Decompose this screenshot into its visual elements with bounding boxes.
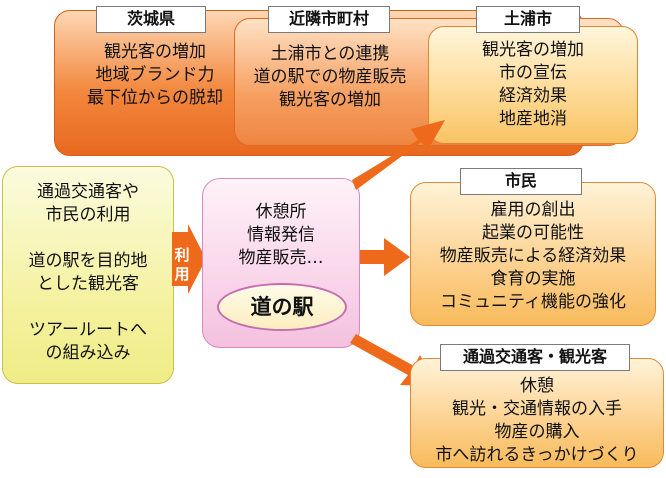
ibaraki-tag: 茨城県 — [96, 6, 206, 33]
visitors-line: ツアールートへ — [29, 320, 147, 340]
arrow-to-tsuchiura-icon — [352, 120, 445, 190]
kinrin-tag: 近隣市町村 — [268, 6, 390, 33]
michi-line: 物産販売… — [238, 248, 324, 268]
visitors-box: 通過交通客や 市民の利用 道の駅を目的地 とした観光客 ツアールートへ の組み込… — [2, 166, 174, 384]
travelers-line: 市へ訪れるきっかけづくり — [435, 445, 639, 465]
travelers-lines: 休憩 観光・交通情報の入手 物産の購入 市へ訪れるきっかけづくり — [411, 375, 663, 467]
kinrin-line: 道の駅での物産販売 — [253, 67, 407, 87]
ibaraki-line: 地域ブランド力 — [95, 65, 215, 85]
ibaraki-lines: 観光客の増加 地域ブランド力 最下位からの脱却 — [55, 41, 255, 110]
visitors-lines: 通過交通客や 市民の利用 道の駅を目的地 とした観光客 ツアールートへ の組み込… — [3, 181, 173, 365]
citizens-tag: 市民 — [460, 168, 582, 195]
michi-lines: 休憩所 情報発信 物産販売… — [203, 201, 359, 270]
arrow-to-shimin-icon — [360, 238, 410, 276]
citizens-line: 雇用の創出 — [490, 200, 576, 220]
citizens-line: 食育の実施 — [490, 269, 576, 289]
tsuchiura-box: 観光客の増加 市の宣伝 経済効果 地産地消 — [428, 26, 638, 144]
travelers-line: 物産の購入 — [494, 422, 580, 442]
kinrin-line: 観光客の増加 — [279, 90, 381, 110]
michi-no-eki-box: 休憩所 情報発信 物産販売… 道の駅 — [202, 178, 360, 348]
riyo-label: 利 用 — [174, 246, 190, 284]
kinrin-line: 土浦市との連携 — [270, 44, 390, 64]
citizens-line: コミュニティ機能の強化 — [440, 292, 626, 312]
tsuchiura-line: 観光客の増加 — [482, 40, 584, 60]
visitors-line: 通過交通客や — [37, 182, 139, 202]
visitors-line: とした観光客 — [37, 274, 139, 294]
riyo-label-char: 利 — [174, 246, 190, 264]
tsuchiura-line: 地産地消 — [499, 109, 567, 129]
michi-line: 休憩所 — [255, 202, 307, 222]
visitors-line: 道の駅を目的地 — [28, 251, 148, 271]
michi-line: 情報発信 — [247, 225, 315, 245]
citizens-lines: 雇用の創出 起業の可能性 物産販売による経済効果 食育の実施 コミュニティ機能の… — [411, 199, 655, 314]
riyo-arrow-icon — [172, 224, 206, 294]
riyo-label-char: 用 — [174, 265, 190, 283]
visitors-line: 市民の利用 — [45, 205, 131, 225]
ibaraki-line: 観光客の増加 — [104, 42, 206, 62]
citizens-line: 物産販売による経済効果 — [439, 246, 627, 266]
tsuchiura-line: 市の宣伝 — [499, 63, 567, 83]
tsuchiura-tag: 土浦市 — [476, 6, 580, 33]
citizens-line: 起業の可能性 — [482, 223, 584, 243]
travelers-box: 休憩 観光・交通情報の入手 物産の購入 市へ訪れるきっかけづくり — [410, 358, 664, 468]
kinrin-lines: 土浦市との連携 道の駅での物産販売 観光客の増加 — [235, 43, 425, 112]
travelers-line: 観光・交通情報の入手 — [452, 399, 622, 419]
travelers-line: 休憩 — [520, 376, 554, 396]
tsuchiura-lines: 観光客の増加 市の宣伝 経済効果 地産地消 — [429, 39, 637, 131]
ibaraki-line: 最下位からの脱却 — [87, 88, 223, 108]
michi-no-eki-name: 道の駅 — [217, 283, 347, 331]
travelers-tag: 通過交通客・観光客 — [440, 344, 630, 371]
tsuchiura-line: 経済効果 — [499, 86, 567, 106]
visitors-line: の組み込み — [45, 343, 131, 363]
citizens-box: 雇用の創出 起業の可能性 物産販売による経済効果 食育の実施 コミュニティ機能の… — [410, 182, 656, 326]
